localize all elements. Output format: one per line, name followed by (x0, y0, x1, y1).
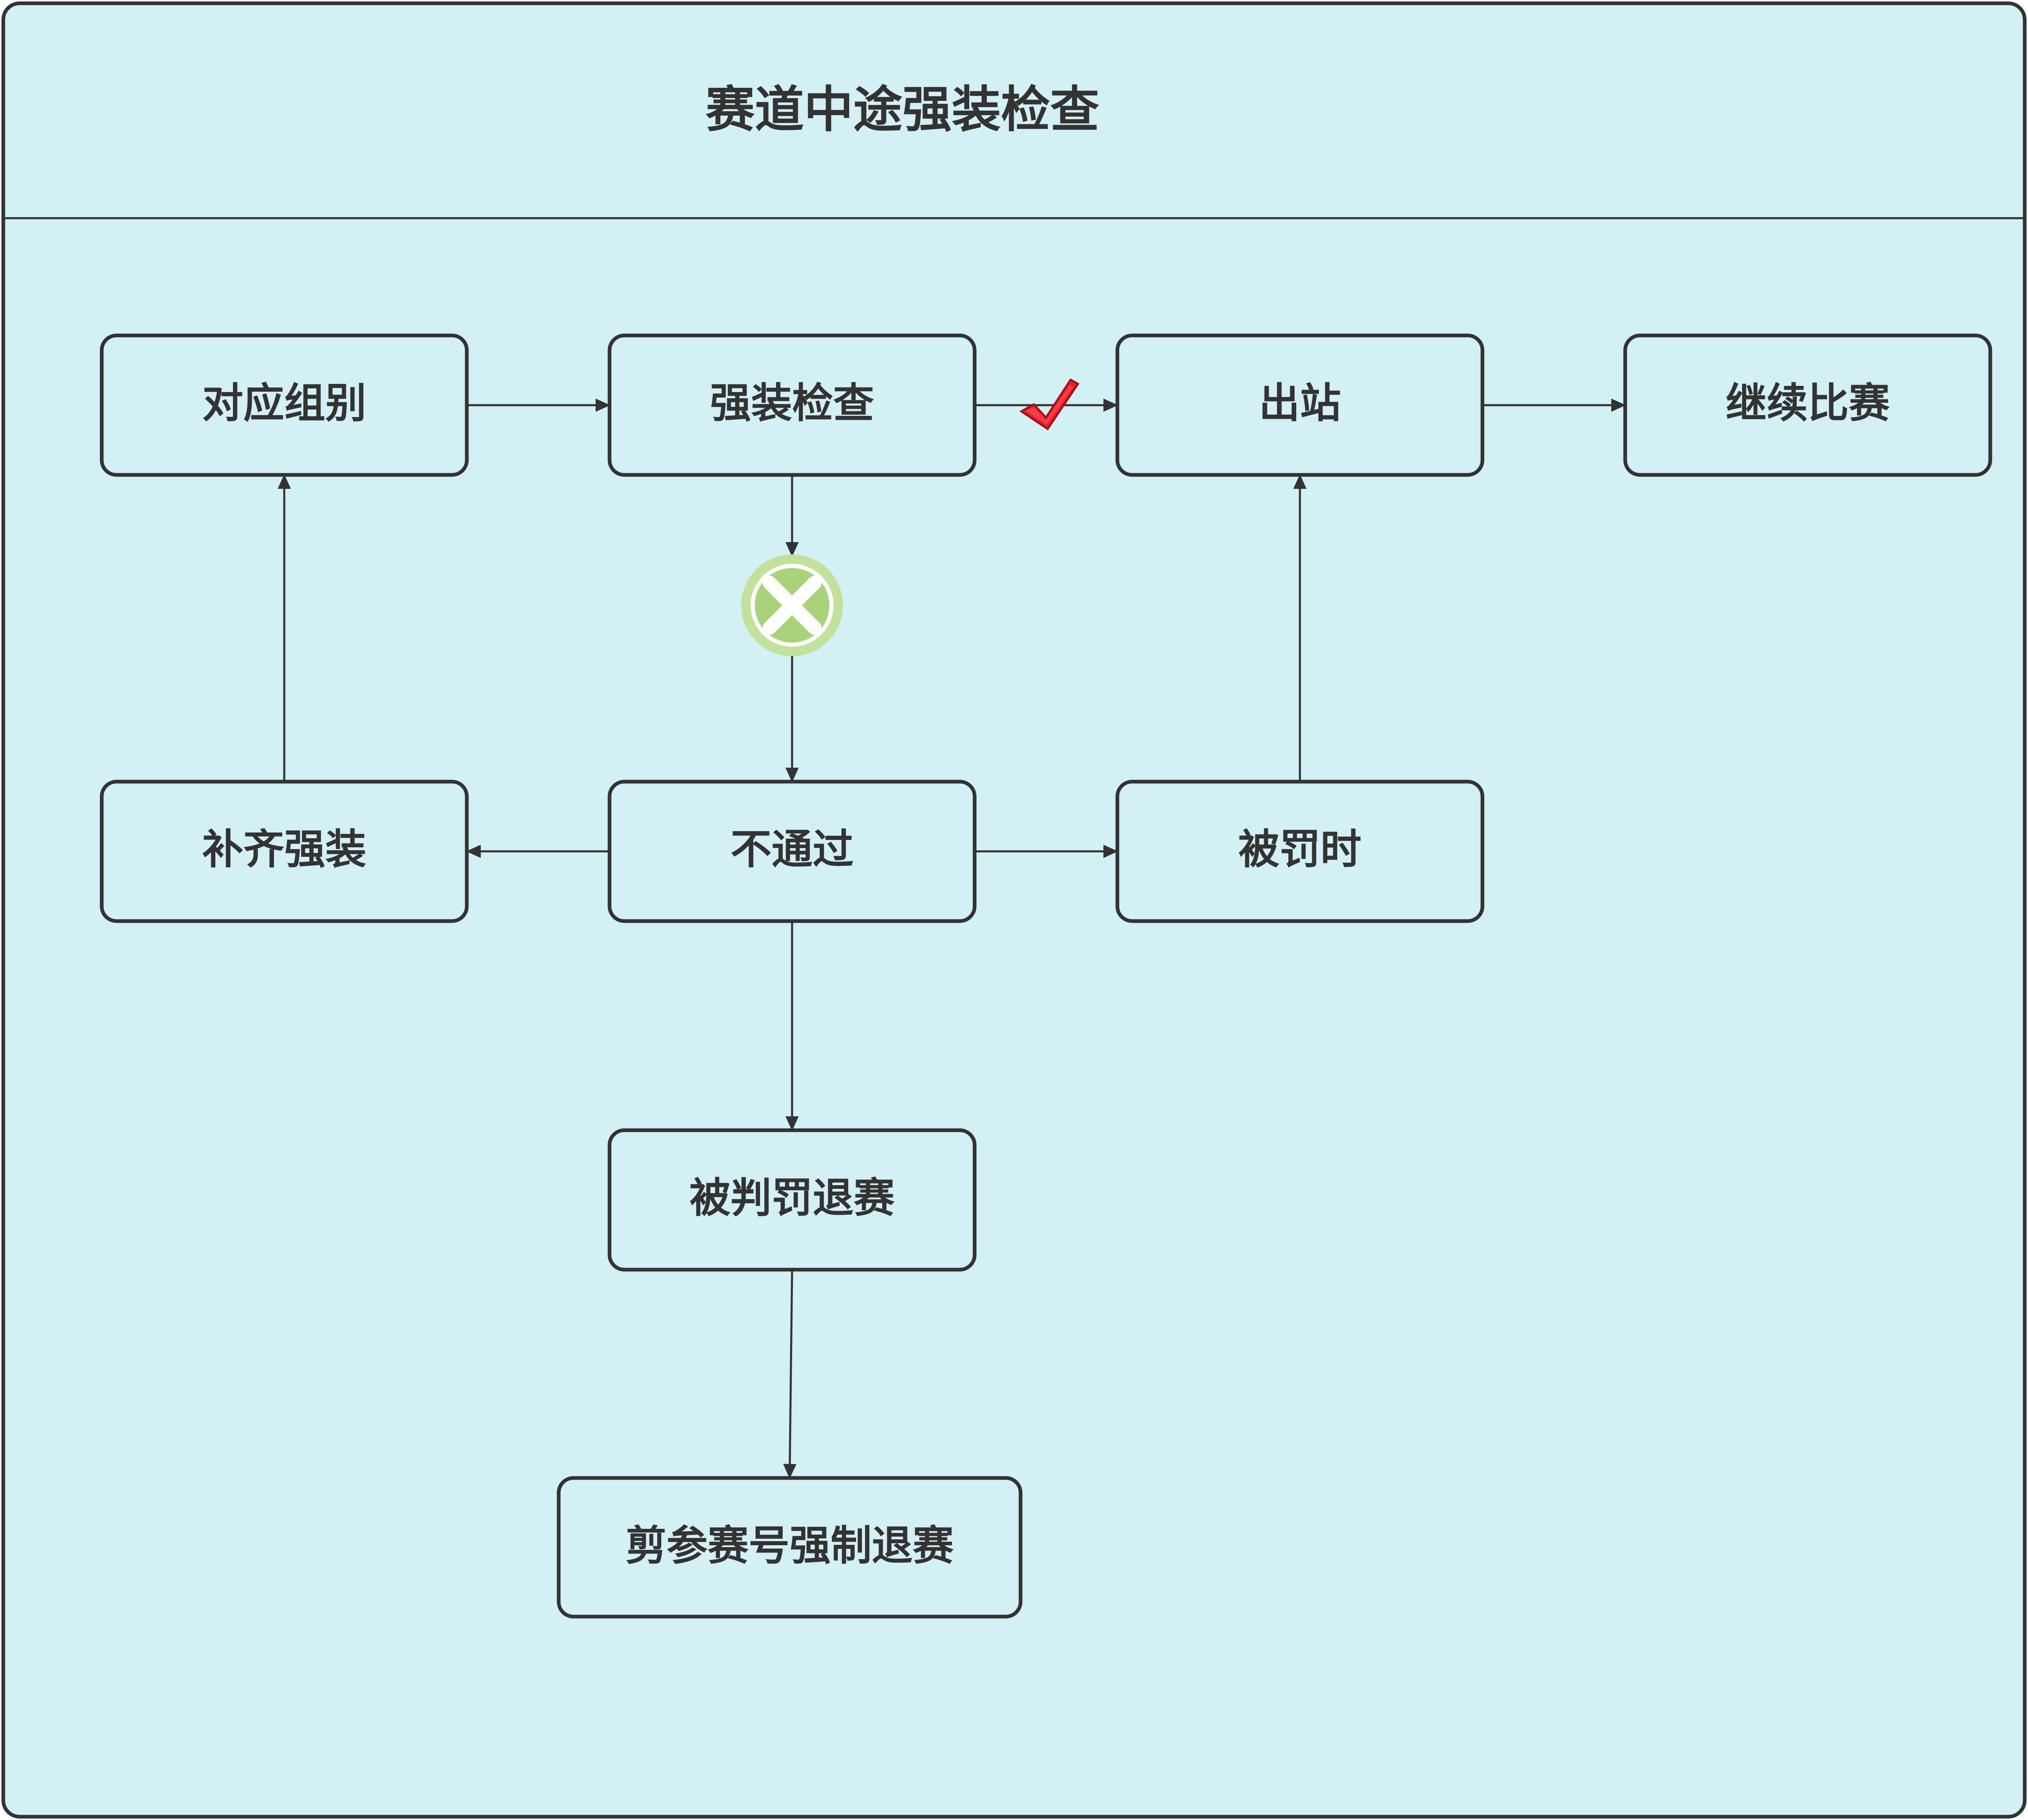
node-check[interactable]: 强装检查 (607, 333, 977, 477)
node-exit-label: 出站 (1259, 379, 1341, 427)
node-cut-number[interactable]: 剪参赛号强制退赛 (557, 1476, 1023, 1619)
node-continue[interactable]: 继续比赛 (1623, 333, 1992, 477)
node-withdraw[interactable]: 被判罚退赛 (607, 1128, 977, 1272)
node-cut-number-label: 剪参赛号强制退赛 (626, 1521, 954, 1569)
node-supplement[interactable]: 补齐强装 (100, 780, 469, 923)
node-fail-label: 不通过 (731, 825, 854, 873)
node-exit[interactable]: 出站 (1115, 333, 1484, 477)
node-supplement-label: 补齐强装 (202, 825, 366, 873)
node-group-label: 对应组别 (202, 379, 366, 427)
node-time-penalty-label: 被罚时 (1238, 825, 1361, 873)
node-check-label: 强装检查 (710, 379, 874, 427)
connectors (277, 398, 1626, 1479)
green-x-circle-icon (741, 554, 843, 656)
node-fail[interactable]: 不通过 (607, 780, 977, 923)
page-title: 赛道中途强装检查 (706, 82, 1099, 139)
node-continue-label: 继续比赛 (1726, 379, 1890, 427)
node-withdraw-label: 被判罚退赛 (690, 1174, 895, 1222)
node-time-penalty[interactable]: 被罚时 (1115, 780, 1484, 923)
node-group[interactable]: 对应组别 (100, 333, 469, 477)
edge-withdraw-to-cut-number (783, 1269, 797, 1479)
red-checkmark-icon (1019, 378, 1080, 431)
